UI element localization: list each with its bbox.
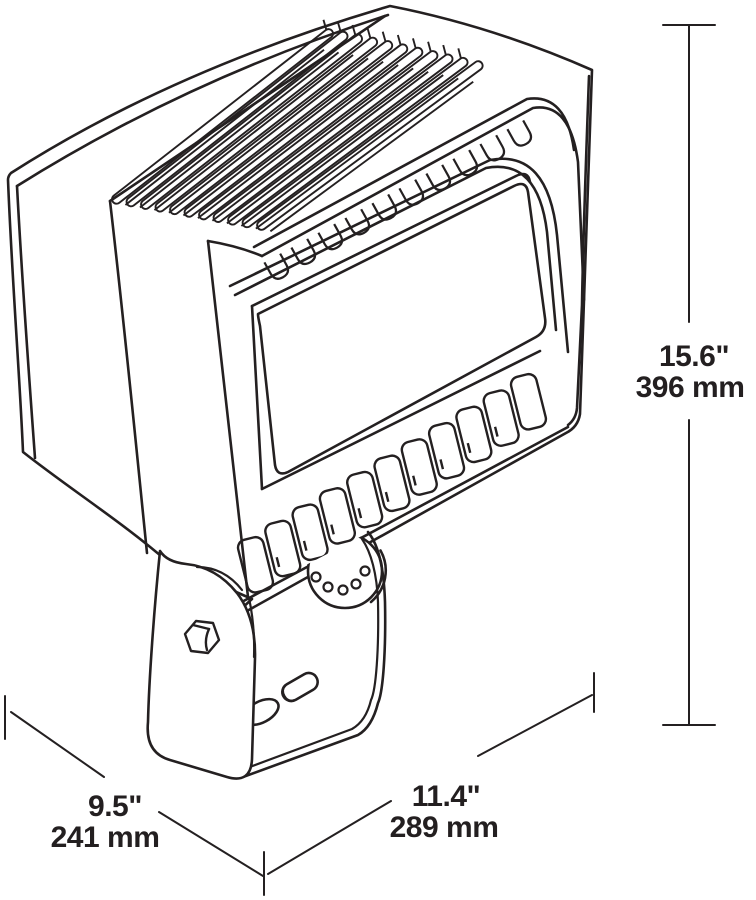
lens-window — [256, 182, 547, 475]
back-edge-inner — [15, 13, 390, 188]
height-label-inches: 15.6" — [659, 340, 729, 373]
width-label-inches: 11.4" — [412, 780, 480, 813]
front-left-corner — [206, 239, 264, 258]
width-dimension-line — [263, 672, 595, 896]
yoke-right-plate — [241, 530, 387, 779]
hex-bolt — [183, 619, 221, 655]
dimension-lines — [4, 24, 716, 896]
lens-bezel-bottom — [260, 349, 542, 491]
width-label-mm: 289 mm — [390, 811, 499, 844]
height-label-mm: 396 mm — [636, 371, 745, 404]
base-mounting-slot — [281, 671, 319, 703]
depth-label-mm: 241 mm — [51, 821, 160, 854]
depth-line-lower — [158, 811, 264, 877]
dimension-labels: 15.6" 396 mm 9.5" 241 mm 11.4" 289 mm — [51, 340, 745, 854]
right-edge-inner — [566, 74, 591, 427]
height-dimension-line — [662, 24, 716, 726]
body-silhouette — [6, 4, 594, 618]
depth-label-inches: 9.5" — [88, 790, 142, 823]
lens-bezel-top — [250, 172, 532, 308]
width-line-left — [267, 800, 392, 875]
top-front-rolled-edge — [252, 97, 576, 249]
front-left-edge — [206, 239, 250, 599]
face-top-edge-inner — [233, 165, 558, 332]
depth-line-upper — [10, 711, 105, 778]
depth-dimension-line — [4, 695, 264, 877]
top-front-edge — [260, 106, 586, 302]
heat-sink-fins — [111, 19, 484, 233]
left-face-ridge — [108, 199, 149, 555]
front-vent-slots — [236, 372, 548, 594]
vent-tab-row — [263, 119, 533, 280]
mounting-bracket — [146, 530, 388, 780]
yoke-left-plate — [146, 549, 257, 780]
width-line-right — [477, 694, 593, 757]
knuckle-adjustment-holes — [310, 565, 371, 596]
left-edge-inner — [15, 184, 37, 460]
lens-bezel-left — [250, 304, 264, 491]
